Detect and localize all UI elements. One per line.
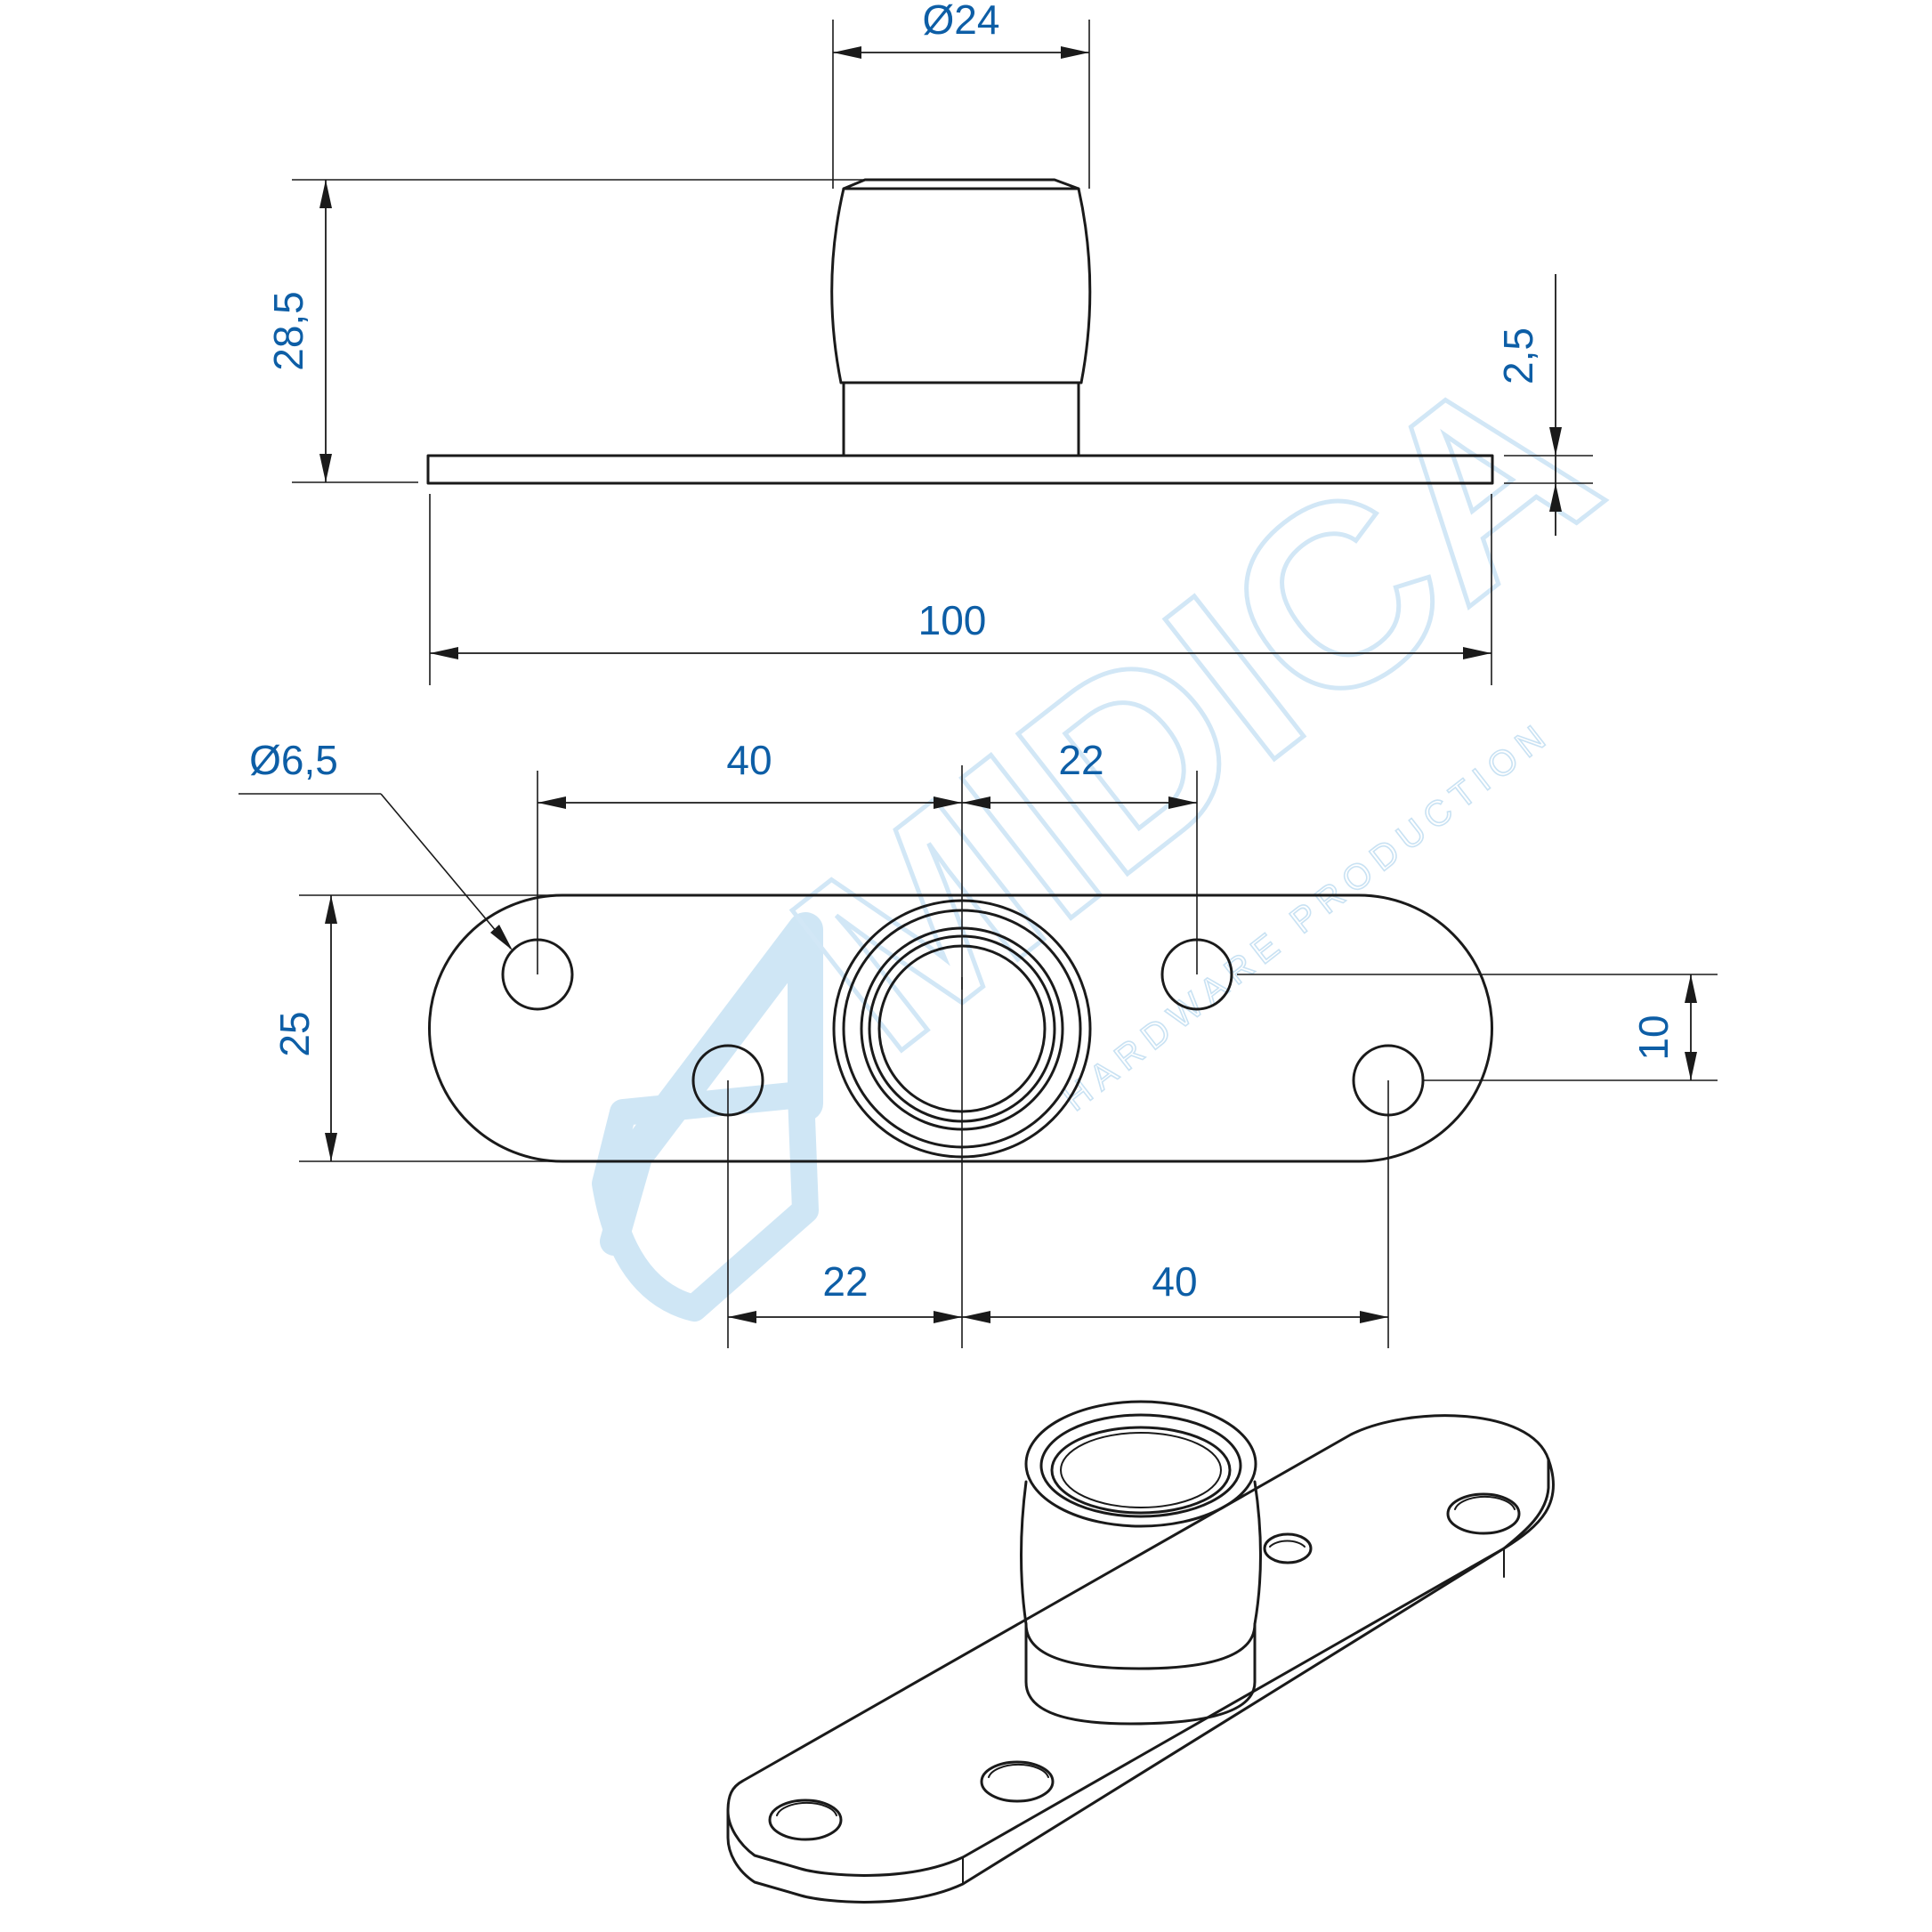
dim-hole-offset: 10	[1237, 974, 1718, 1081]
watermark-logo	[592, 912, 823, 1322]
dim-height-total: 28,5	[265, 179, 865, 483]
dim-height-total-text: 28,5	[265, 291, 311, 371]
watermark-brand: MIDICA HARDWARE PRODUCTION	[742, 310, 1647, 1119]
side-view	[426, 178, 1494, 485]
dim-diameter-roller: Ø24	[832, 0, 1090, 189]
dim-plate-thickness-text: 2,5	[1495, 327, 1541, 384]
dim-bottom-right-spacing-text: 40	[1152, 1258, 1197, 1305]
dim-bottom-left-spacing: 22	[727, 1080, 962, 1348]
dim-diameter-roller-text: Ø24	[923, 0, 1000, 43]
dim-top-left-spacing: 40	[537, 737, 962, 974]
dim-plate-length: 100	[429, 494, 1492, 685]
dim-plate-width: 25	[271, 894, 562, 1162]
isometric-view	[726, 1400, 1555, 1904]
dim-plate-width-text: 25	[271, 1011, 318, 1056]
dim-top-left-spacing-text: 40	[726, 737, 772, 783]
dim-hole-diameter-text: Ø6,5	[249, 737, 338, 783]
dim-top-right-spacing-text: 22	[1058, 737, 1103, 783]
dim-hole-offset-text: 10	[1630, 1015, 1677, 1060]
dim-bottom-left-spacing-text: 22	[822, 1258, 868, 1305]
dim-plate-length-text: 100	[918, 597, 987, 643]
dim-hole-diameter: Ø6,5	[238, 737, 513, 950]
dim-bottom-right-spacing: 40	[962, 1080, 1389, 1348]
dim-top-right-spacing: 22	[962, 737, 1198, 974]
dim-plate-thickness: 2,5	[1495, 274, 1593, 536]
